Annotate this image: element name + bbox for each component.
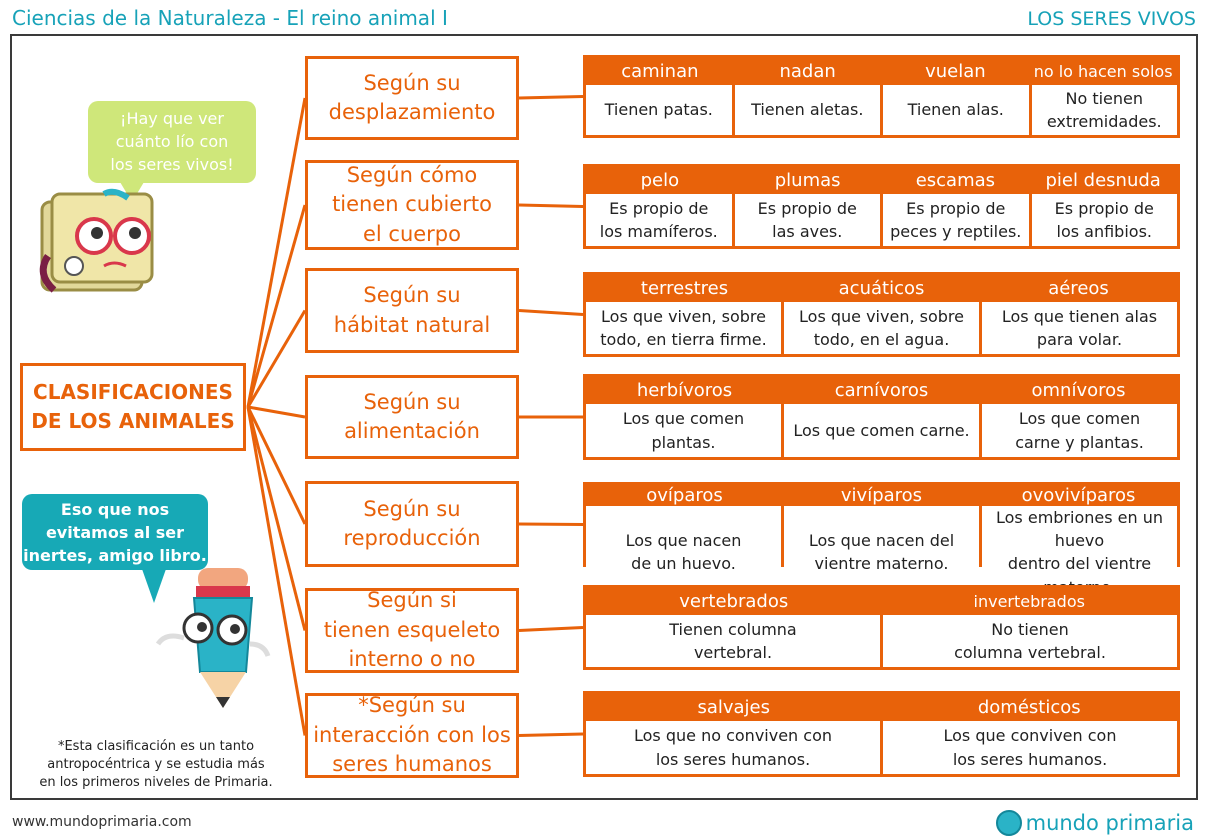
table-header-cell: vuelan	[925, 61, 986, 82]
book-character-icon	[39, 188, 154, 293]
table-cell: Tienen patas.	[586, 85, 732, 135]
brand-name: mundo primaria	[1025, 811, 1194, 835]
table-header-cell: vertebrados	[679, 591, 789, 612]
table-cell: Los que nacen de un huevo.	[586, 506, 781, 599]
table-header-cell: acuáticos	[838, 278, 925, 299]
table-body-row: Los que nacen de un huevo.Los que nacen …	[586, 506, 1177, 599]
classification-table: pelo plumas escamas piel desnuda Es propio d…	[583, 164, 1180, 249]
table-header-cell: nadan	[779, 61, 836, 82]
category-box: Según su hábitat natural	[305, 268, 519, 353]
table-cell: Los que viven, sobre todo, en el agua.	[784, 302, 979, 354]
table-header-row: vertebrados invertebrados	[586, 588, 1177, 615]
table-header-cell: ovíparos	[646, 485, 723, 506]
table-cell: Tienen alas.	[883, 85, 1029, 135]
category-box: Según su desplazamiento	[305, 56, 519, 140]
table-header-cell: vivíparos	[840, 485, 923, 506]
table-header-cell: no lo hacen solos	[1033, 62, 1173, 81]
table-body-row: Tienen patas.Tienen aletas.Tienen alas.N…	[586, 85, 1177, 135]
table-cell: Los que no conviven con los seres humano…	[586, 721, 880, 774]
table-cell: Es propio de los anfibios.	[1031, 194, 1177, 246]
table-body-row: Los que comen plantas.Los que comen carn…	[586, 404, 1177, 457]
table-cell: Los que comen plantas.	[586, 404, 781, 457]
pencil-character-icon	[155, 568, 271, 708]
content-frame	[10, 34, 1198, 800]
table-header-cell: herbívoros	[636, 380, 733, 401]
table-header-cell: escamas	[915, 170, 996, 191]
category-box: Según cómo tienen cubierto el cuerpo	[305, 160, 519, 250]
book-speech-bubble: ¡Hay que ver cuánto lío con los seres vi…	[88, 101, 256, 183]
table-body-row: Los que viven, sobre todo, en tierra fir…	[586, 302, 1177, 354]
table-header-cell: terrestres	[640, 278, 729, 299]
table-header-cell: pelo	[640, 170, 680, 191]
table-cell: Los que comen carne.	[784, 404, 979, 457]
pencil-bubble-tail	[142, 569, 166, 603]
table-cell: Es propio de peces y reptiles.	[883, 194, 1029, 246]
table-cell: Tienen columna vertebral.	[586, 615, 880, 667]
category-box: Según su reproducción	[305, 481, 519, 567]
table-cell: Es propio de las aves.	[734, 194, 880, 246]
footnote: *Esta clasificación es un tanto antropoc…	[39, 739, 273, 791]
table-header-cell: caminan	[621, 61, 699, 82]
root-node: CLASIFICACIONES DE LOS ANIMALES	[20, 363, 246, 451]
table-cell: Los embriones en un huevo dentro del vie…	[982, 506, 1177, 599]
table-header-row: caminan nadan vuelan no lo hacen solos	[586, 58, 1177, 85]
table-body-row: Los que no conviven con los seres humano…	[586, 721, 1177, 774]
table-cell: No tienen extremidades.	[1031, 85, 1177, 135]
brand-logo[interactable]: mundo primaria	[995, 810, 1194, 836]
table-cell: Los que viven, sobre todo, en tierra fir…	[586, 302, 781, 354]
table-header-row: salvajes domésticos	[586, 694, 1177, 721]
table-cell: Es propio de los mamíferos.	[586, 194, 732, 246]
table-header-cell: ovovivíparos	[1021, 485, 1136, 506]
table-header-row: pelo plumas escamas piel desnuda	[586, 167, 1177, 194]
category-box: Según su alimentación	[305, 375, 519, 459]
table-header-cell: piel desnuda	[1045, 170, 1161, 191]
table-cell: Los que tienen alas para volar.	[982, 302, 1177, 354]
table-body-row: Tienen columna vertebral.No tienen colum…	[586, 615, 1177, 667]
table-header-row: ovíparos vivíparos ovovivíparos	[586, 485, 1177, 506]
globe-logo-icon	[995, 810, 1022, 836]
table-header-cell: salvajes	[697, 697, 771, 718]
table-cell: Los que nacen del vientre materno.	[784, 506, 979, 599]
table-cell: Tienen aletas.	[734, 85, 880, 135]
table-header-cell: invertebrados	[973, 592, 1085, 611]
category-box: *Según su interacción con los seres huma…	[305, 693, 519, 778]
table-header-cell: aéreos	[1048, 278, 1109, 299]
table-cell: Los que comen carne y plantas.	[982, 404, 1177, 457]
table-header-cell: omnívoros	[1031, 380, 1126, 401]
pencil-speech-bubble: Eso que nos evitamos al ser inertes, ami…	[22, 494, 208, 570]
table-cell: No tienen columna vertebral.	[883, 615, 1177, 667]
table-header-row: herbívoros carnívoros omnívoros	[586, 377, 1177, 404]
page-title: Ciencias de la Naturaleza - El reino ani…	[12, 6, 448, 30]
footer-url[interactable]: www.mundoprimaria.com	[12, 814, 192, 830]
table-header-cell: domésticos	[977, 697, 1081, 718]
table-header-cell: plumas	[774, 170, 841, 191]
table-header-row: terrestres acuáticos aéreos	[586, 275, 1177, 302]
category-box: Según si tienen esqueleto interno o no	[305, 588, 519, 673]
section-title: LOS SERES VIVOS	[1027, 8, 1196, 30]
table-cell: Los que conviven con los seres humanos.	[883, 721, 1177, 774]
table-body-row: Es propio de los mamíferos.Es propio de …	[586, 194, 1177, 246]
table-header-cell: carnívoros	[834, 380, 929, 401]
